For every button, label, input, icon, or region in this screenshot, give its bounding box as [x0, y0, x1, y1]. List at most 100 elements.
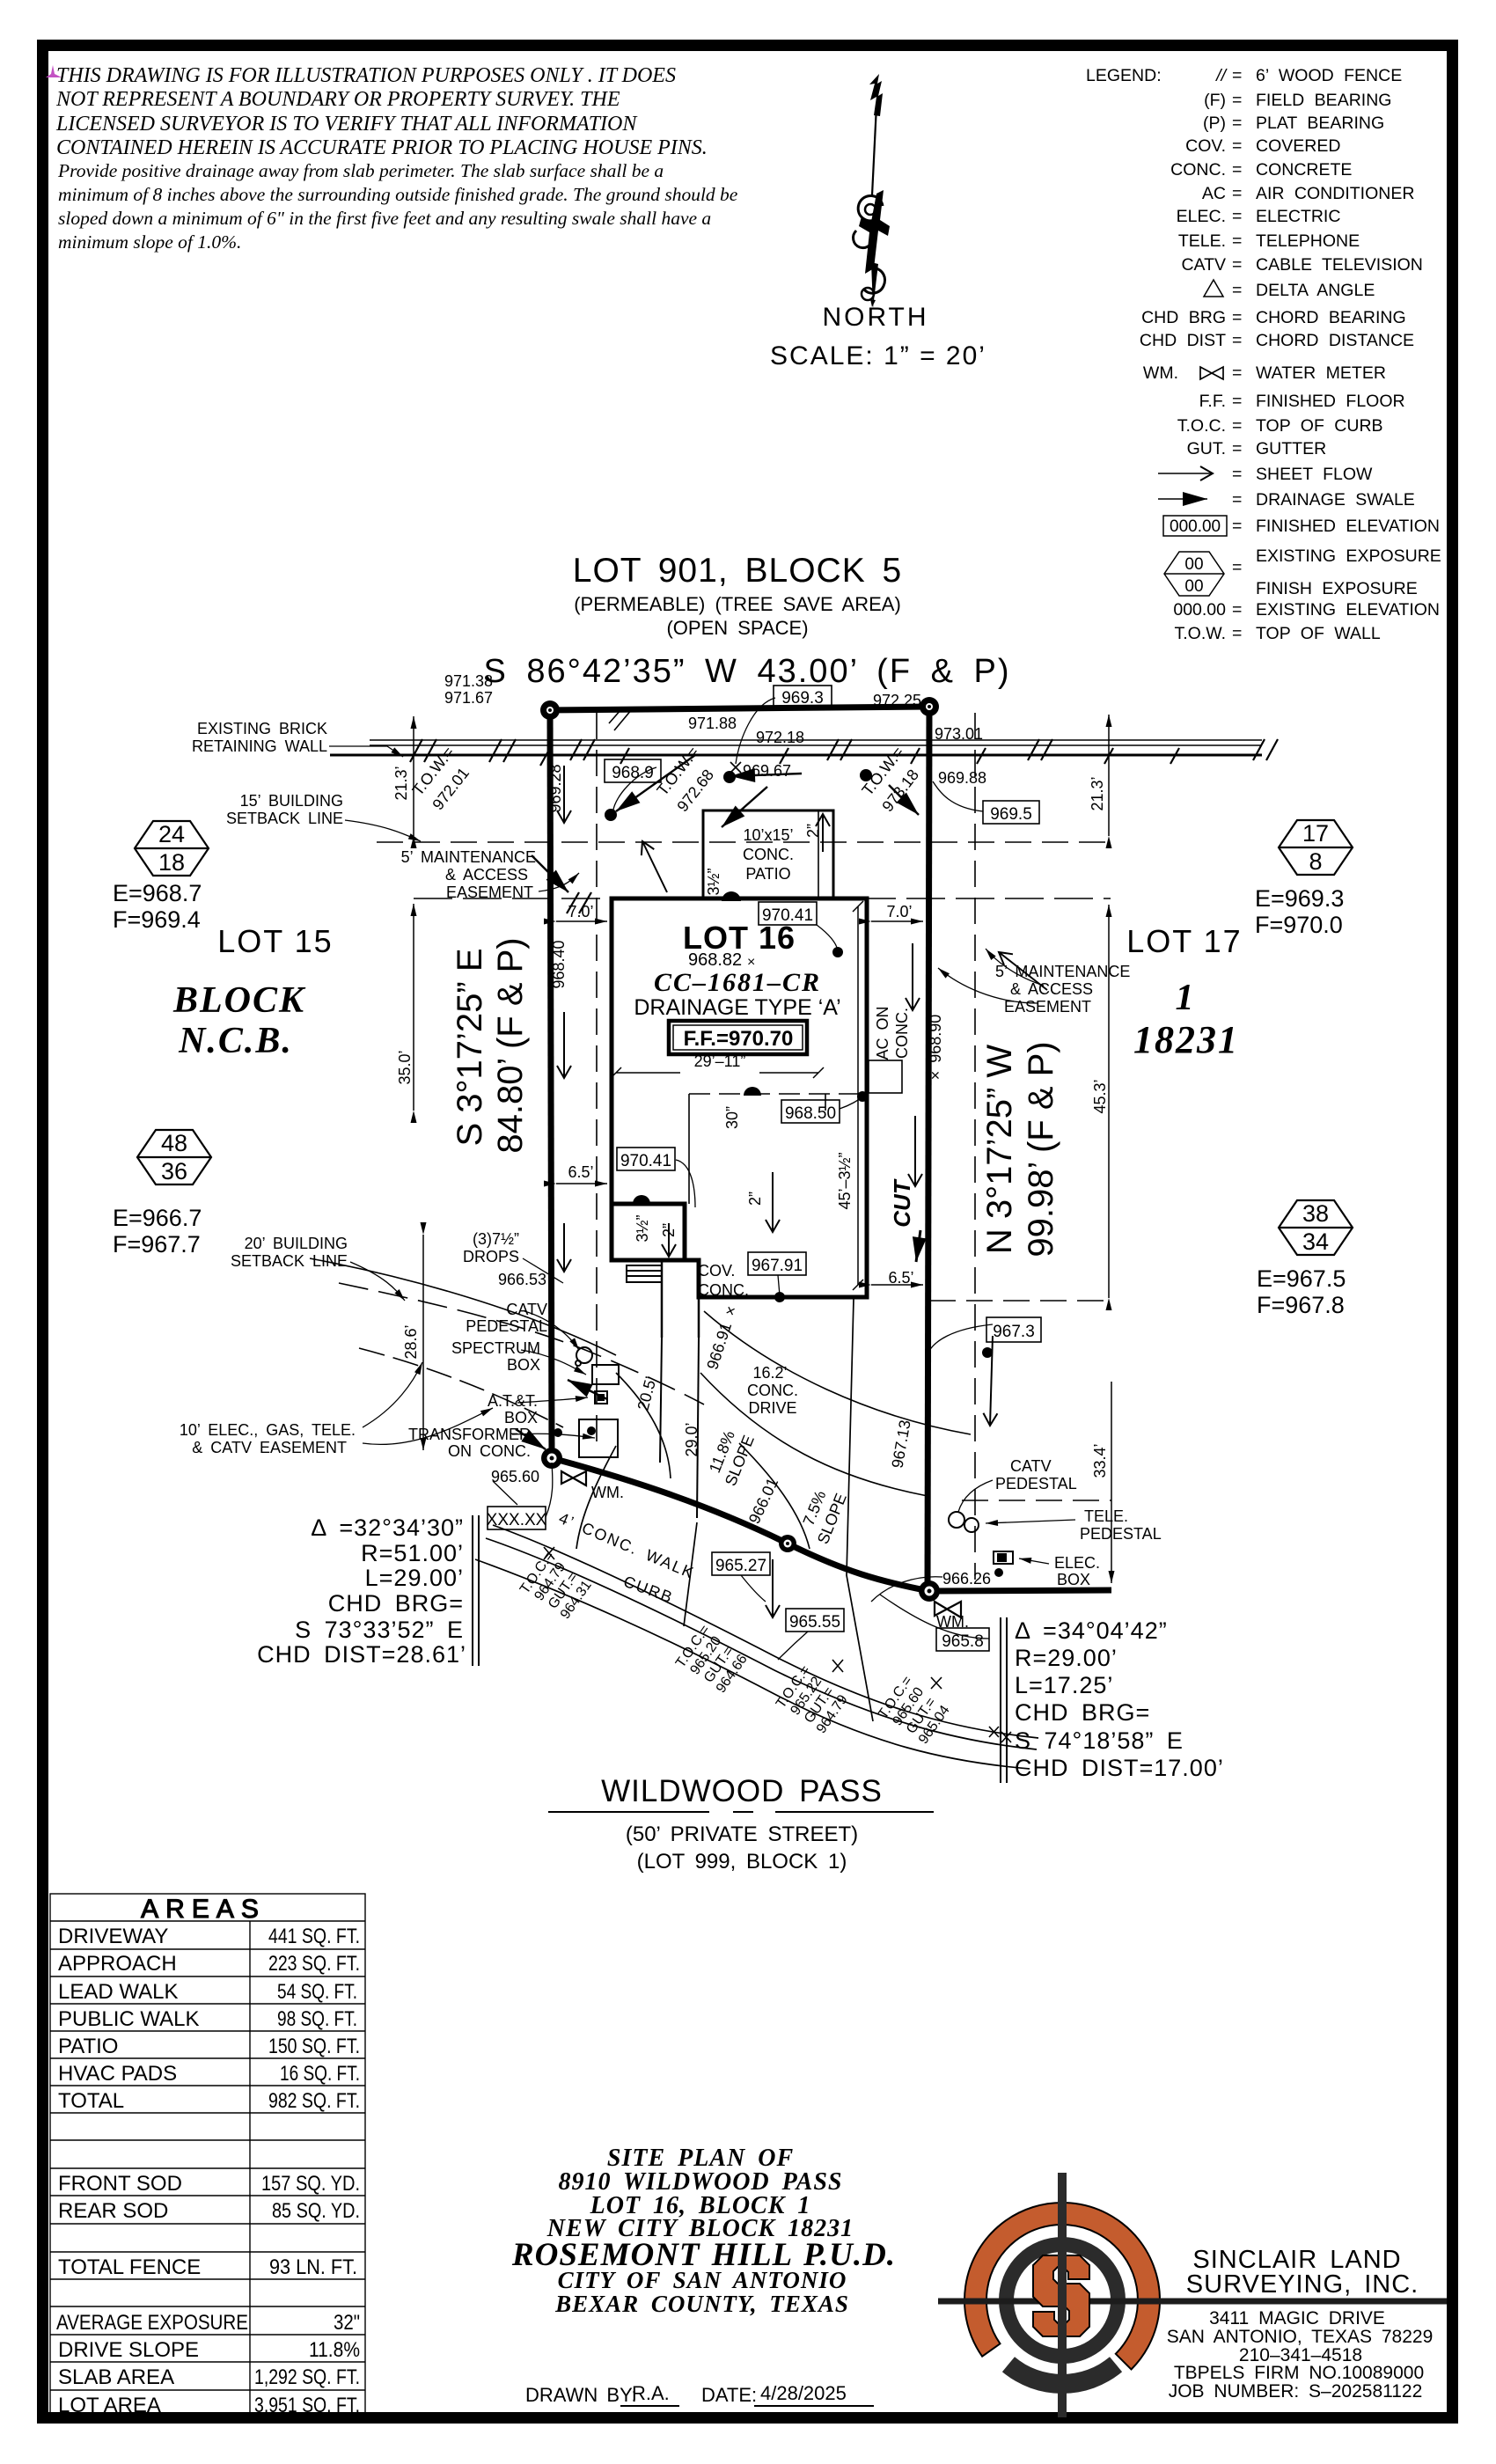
svg-text:969.5: 969.5 — [990, 805, 1032, 824]
svg-text:6.5’: 6.5’ — [568, 1163, 593, 1181]
svg-text:NOT REPRESENT A BOUNDARY OR PR: NOT REPRESENT A BOUNDARY OR PROPERTY SUR… — [55, 88, 620, 111]
svg-text:BEXAR COUNTY, TEXAS: BEXAR COUNTY, TEXAS — [554, 2291, 849, 2317]
svg-text:R=51.00’: R=51.00’ — [361, 1540, 464, 1566]
svg-text:38: 38 — [1302, 1200, 1329, 1227]
svg-text:FINISH EXPOSURE: FINISH EXPOSURE — [1256, 579, 1418, 598]
svg-text:RETAINING WALL: RETAINING WALL — [192, 737, 327, 755]
svg-text:SPECTRUM: SPECTRUM — [451, 1339, 540, 1357]
svg-text:(OPEN SPACE): (OPEN SPACE) — [666, 617, 808, 639]
svg-text:000.00: 000.00 — [1170, 517, 1221, 536]
svg-text:157 SQ. YD.: 157 SQ. YD. — [261, 2172, 360, 2196]
svg-text:16.2’: 16.2’ — [752, 1364, 787, 1382]
svg-text:LEGEND:: LEGEND: — [1086, 66, 1162, 85]
svg-text:=: = — [1232, 490, 1242, 510]
svg-text:3½”: 3½” — [705, 868, 722, 895]
svg-text:DRAWN BY:: DRAWN BY: — [525, 2384, 637, 2406]
svg-text:=: = — [1232, 66, 1242, 85]
svg-text:LICENSED SURVEYOR IS TO VERIFY: LICENSED SURVEYOR IS TO VERIFY THAT ALL … — [55, 113, 638, 136]
svg-text:WILDWOOD PASS: WILDWOOD PASS — [601, 1774, 883, 1808]
svg-text:99.98’ (F & P): 99.98’ (F & P) — [1022, 1041, 1060, 1257]
svg-text:EASEMENT: EASEMENT — [446, 884, 533, 901]
svg-text:=: = — [1232, 517, 1242, 536]
svg-text:EXISTING ELEVATION: EXISTING ELEVATION — [1256, 600, 1440, 620]
svg-text:ON CONC.: ON CONC. — [448, 1442, 531, 1460]
svg-text:00: 00 — [1184, 555, 1203, 574]
svg-text:EXISTING BRICK: EXISTING BRICK — [197, 720, 327, 737]
svg-text:DELTA ANGLE: DELTA ANGLE — [1256, 281, 1375, 300]
svg-text:=: = — [1232, 281, 1242, 300]
svg-text:54 SQ. FT.: 54 SQ. FT. — [277, 1980, 357, 2004]
svg-text:8: 8 — [1309, 848, 1322, 875]
svg-text:972.18: 972.18 — [756, 729, 804, 746]
svg-text:969.28: 969.28 — [546, 764, 564, 812]
svg-text:45’–3½”: 45’–3½” — [836, 1152, 854, 1209]
svg-text:PEDESTAL: PEDESTAL — [1080, 1525, 1162, 1543]
svg-text:29.0’: 29.0’ — [683, 1422, 700, 1456]
svg-text:N 3°17’25” W: N 3°17’25” W — [980, 1045, 1019, 1255]
svg-text:10’x15’: 10’x15’ — [743, 826, 793, 844]
svg-text:ROSEMONT HILL P.U.D.: ROSEMONT HILL P.U.D. — [511, 2237, 896, 2273]
svg-text:GUTTER: GUTTER — [1256, 439, 1326, 458]
svg-text:=: = — [1232, 231, 1242, 251]
svg-text:24: 24 — [158, 821, 185, 847]
svg-text:LOT AREA: LOT AREA — [58, 2394, 161, 2417]
svg-text:CUT: CUT — [889, 1178, 915, 1228]
svg-text:SHEET FLOW: SHEET FLOW — [1256, 465, 1373, 484]
svg-text:PATIO: PATIO — [745, 865, 790, 883]
svg-text:34: 34 — [1302, 1228, 1329, 1255]
svg-text:971.67: 971.67 — [444, 689, 493, 707]
svg-text:AIR CONDITIONER: AIR CONDITIONER — [1256, 184, 1414, 203]
svg-text:CHD DIST=17.00’: CHD DIST=17.00’ — [1015, 1755, 1224, 1781]
svg-text:2”: 2” — [804, 824, 822, 838]
svg-text:SETBACK LINE: SETBACK LINE — [231, 1252, 348, 1270]
svg-text:45.3’: 45.3’ — [1091, 1079, 1109, 1113]
svg-text:20’ BUILDING: 20’ BUILDING — [245, 1235, 348, 1252]
svg-text:& ACCESS: & ACCESS — [445, 866, 528, 884]
svg-text:E=969.3: E=969.3 — [1255, 885, 1344, 912]
svg-text:SURVEYING, INC.: SURVEYING, INC. — [1186, 2270, 1419, 2299]
svg-text:EASEMENT: EASEMENT — [1004, 998, 1091, 1016]
svg-text:PLAT BEARING: PLAT BEARING — [1256, 114, 1384, 133]
svg-text:COV.: COV. — [698, 1262, 735, 1280]
svg-text:TOP OF CURB: TOP OF CURB — [1256, 416, 1383, 436]
svg-text:& ACCESS: & ACCESS — [1010, 980, 1093, 998]
svg-text:982 SQ. FT.: 982 SQ. FT. — [268, 2089, 360, 2113]
svg-text:CHD BRG=: CHD BRG= — [328, 1590, 464, 1617]
svg-text:18231: 18231 — [1133, 1018, 1239, 1061]
svg-text:29’–11”: 29’–11” — [694, 1052, 746, 1070]
svg-text:CONC.: CONC. — [743, 846, 794, 863]
svg-text:93 LN. FT.: 93 LN. FT. — [269, 2255, 357, 2279]
svg-text:28.6’: 28.6’ — [402, 1324, 420, 1359]
svg-text:10’ ELEC., GAS, TELE.: 10’ ELEC., GAS, TELE. — [180, 1421, 356, 1439]
svg-text:A.T.&T.: A.T.&T. — [488, 1392, 538, 1410]
svg-text:S 3°17’25” E: S 3°17’25” E — [451, 948, 489, 1146]
svg-text:=: = — [1232, 600, 1242, 620]
svg-text:30”: 30” — [723, 1106, 741, 1129]
svg-text:FRONT SOD: FRONT SOD — [58, 2172, 182, 2196]
svg-text:21.3’: 21.3’ — [392, 766, 410, 800]
svg-text:T.O.C.: T.O.C. — [1177, 416, 1226, 436]
svg-text:Δ =32°34’30”: Δ =32°34’30” — [311, 1514, 464, 1541]
svg-text:E=967.5: E=967.5 — [1257, 1265, 1346, 1292]
svg-text:TOTAL: TOTAL — [58, 2089, 124, 2113]
svg-text:COV.: COV. — [1185, 136, 1226, 156]
svg-text:LOT 15: LOT 15 — [217, 923, 333, 959]
svg-text:CONTAINED HEREIN IS ACCURATE P: CONTAINED HEREIN IS ACCURATE PRIOR TO PL… — [56, 136, 708, 159]
svg-text:LEAD WALK: LEAD WALK — [58, 1980, 179, 2004]
svg-text:8910 WILDWOOD PASS: 8910 WILDWOOD PASS — [558, 2168, 842, 2196]
svg-text:00: 00 — [1184, 577, 1203, 596]
svg-text:TOTAL FENCE: TOTAL FENCE — [58, 2255, 201, 2279]
svg-text:Provide positive drainage away: Provide positive drainage away from slab… — [57, 160, 664, 181]
svg-text:PEDESTAL: PEDESTAL — [995, 1475, 1077, 1492]
svg-text:CONC.: CONC. — [698, 1281, 749, 1299]
svg-text:48: 48 — [161, 1130, 187, 1156]
svg-text:CONC.: CONC. — [747, 1382, 798, 1399]
svg-text:TELE.: TELE. — [1178, 231, 1226, 251]
svg-text:N.C.B.: N.C.B. — [178, 1021, 293, 1061]
svg-text:TBPELS FIRM NO.10089000: TBPELS FIRM NO.10089000 — [1174, 2363, 1424, 2383]
svg-text:& CATV EASEMENT: & CATV EASEMENT — [192, 1439, 347, 1456]
svg-text:REAR SOD: REAR SOD — [58, 2199, 168, 2223]
svg-text:CABLE TELEVISION: CABLE TELEVISION — [1256, 255, 1423, 275]
svg-text:965.27: 965.27 — [715, 1557, 766, 1575]
svg-text:THIS DRAWING IS FOR ILLUSTRATI: THIS DRAWING IS FOR ILLUSTRATION PURPOSE… — [56, 64, 676, 87]
